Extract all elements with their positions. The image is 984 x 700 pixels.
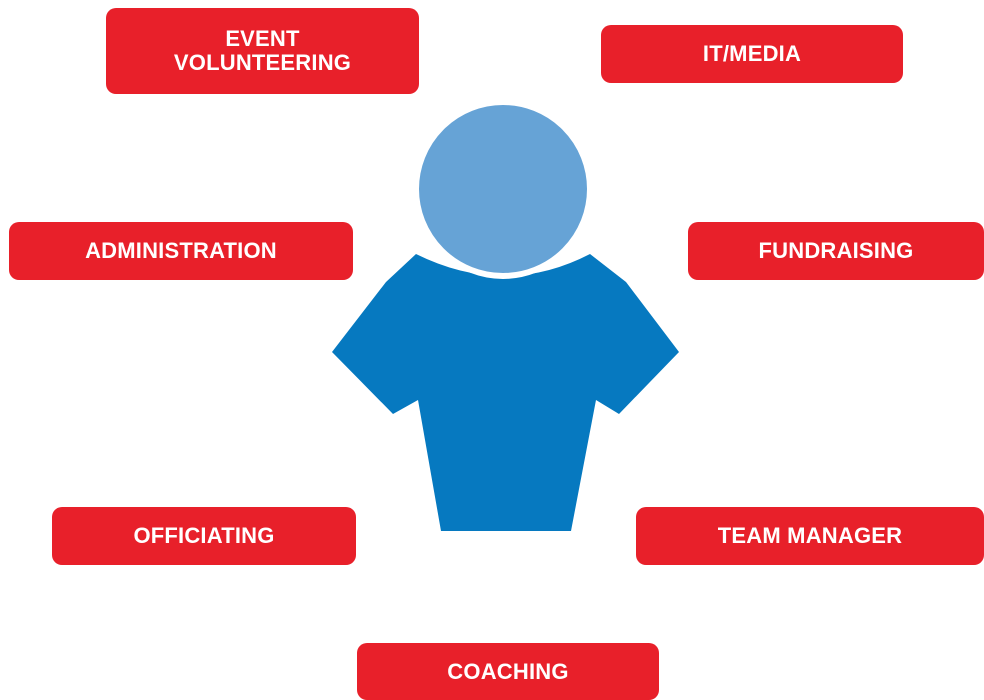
role-administration-label: ADMINISTRATION bbox=[85, 238, 277, 263]
role-it-media-label: IT/MEDIA bbox=[702, 41, 802, 66]
person-torso bbox=[332, 254, 679, 531]
role-event-volunteering: EVENT VOLUNTEERING bbox=[106, 8, 419, 94]
role-team-manager-label: TEAM MANAGER bbox=[717, 523, 903, 548]
role-team-manager: TEAM MANAGER bbox=[636, 507, 984, 565]
role-fundraising-label: FUNDRAISING bbox=[758, 238, 914, 263]
role-administration: ADMINISTRATION bbox=[9, 222, 353, 280]
role-event-volunteering-label: EVENT VOLUNTEERING bbox=[173, 26, 352, 75]
role-it-media: IT/MEDIA bbox=[601, 25, 903, 83]
role-officiating: OFFICIATING bbox=[52, 507, 356, 565]
role-coaching: COACHING bbox=[357, 643, 659, 700]
role-fundraising: FUNDRAISING bbox=[688, 222, 984, 280]
role-officiating-label: OFFICIATING bbox=[133, 523, 275, 548]
person-head bbox=[413, 99, 593, 279]
role-coaching-label: COACHING bbox=[447, 658, 569, 684]
